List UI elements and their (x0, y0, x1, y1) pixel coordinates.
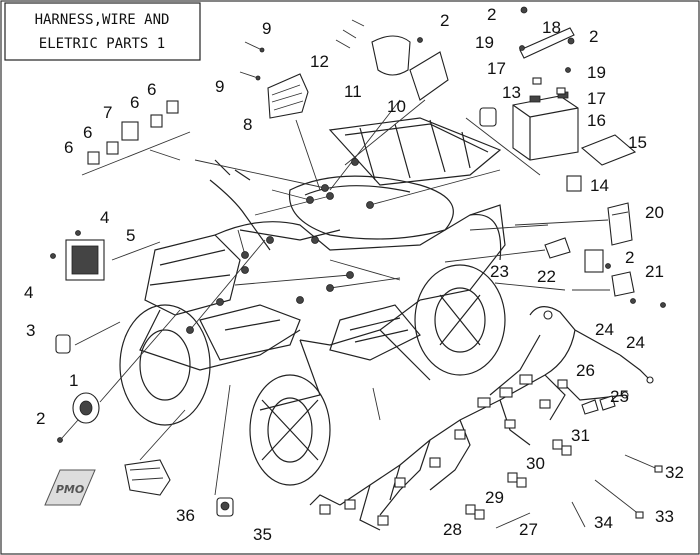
label-4-bottom: 4 (24, 283, 33, 302)
label-1: 1 (69, 371, 78, 390)
label-2-top: 2 (487, 5, 496, 24)
label-26: 26 (576, 361, 595, 380)
wire-harness (309, 306, 654, 531)
label-34: 34 (594, 513, 613, 532)
label-32: 32 (665, 463, 684, 482)
label-35: 35 (253, 525, 272, 544)
label-8: 8 (243, 115, 252, 134)
pmo-badge: PMO (44, 469, 96, 506)
label-2-horn: 2 (36, 409, 45, 428)
label-2-right: 2 (589, 27, 598, 46)
leader-lines (61, 99, 610, 529)
label-9-bottom: 9 (215, 77, 224, 96)
ecu-module (50, 230, 105, 281)
label-21: 21 (645, 262, 664, 281)
part-15-decal (580, 134, 637, 166)
label-12: 12 (310, 52, 329, 71)
label-7: 7 (103, 103, 112, 122)
label-20: 20 (645, 203, 664, 222)
label-28: 28 (443, 520, 462, 539)
label-29: 29 (485, 488, 504, 507)
part-8-regulator (239, 41, 309, 119)
part-35-socket (216, 497, 234, 517)
part-32-33-34-ties (571, 454, 663, 528)
label-23: 23 (490, 262, 509, 281)
connector-dots (186, 158, 374, 334)
label-9-top: 9 (262, 19, 271, 38)
label-3: 3 (26, 321, 35, 340)
battery (512, 91, 579, 161)
label-6-a: 6 (64, 138, 73, 157)
label-24-right: 24 (626, 333, 645, 352)
part-14-relay (566, 175, 582, 192)
part-11-10-bracket (335, 19, 449, 101)
label-31: 31 (571, 426, 590, 445)
title-line-2: ELETRIC PARTS 1 (39, 36, 165, 52)
label-17-left: 17 (487, 59, 506, 78)
label-27: 27 (519, 520, 538, 539)
battery-strap (519, 6, 575, 95)
part-36-module (124, 459, 171, 496)
label-33: 33 (655, 507, 674, 526)
label-19-left: 19 (475, 33, 494, 52)
title-line-1: HARNESS,WIRE AND (35, 12, 170, 28)
label-36: 36 (176, 506, 195, 525)
relay-group (81, 100, 191, 176)
part-number-labels: 1 2 2 2 2 2 3 4 4 5 6 6 6 6 7 8 9 9 10 1… (24, 5, 684, 544)
label-17-right: 17 (587, 89, 606, 108)
label-14: 14 (590, 176, 609, 195)
label-2-bracket: 2 (440, 11, 449, 30)
title-box: HARNESS,WIRE AND ELETRIC PARTS 1 (4, 2, 201, 61)
label-24-left: 24 (595, 320, 614, 339)
part-3-sensor (55, 334, 71, 354)
label-6-c: 6 (130, 93, 139, 112)
label-22: 22 (537, 267, 556, 286)
label-25: 25 (610, 387, 629, 406)
atv-vehicle (119, 117, 506, 486)
label-11: 11 (344, 82, 362, 101)
label-16: 16 (587, 111, 606, 130)
part-21-23-sensors (544, 237, 666, 308)
label-18: 18 (542, 18, 561, 37)
label-6-d: 6 (147, 80, 156, 99)
label-6-b: 6 (83, 123, 92, 142)
label-15: 15 (628, 133, 647, 152)
label-4-top: 4 (100, 208, 109, 227)
part-20-cover (607, 202, 633, 246)
label-13: 13 (502, 83, 521, 102)
badge-text: PMO (56, 483, 84, 496)
horn (57, 392, 100, 443)
part-25-26-31-connectors (465, 379, 616, 520)
label-2-sensor: 2 (625, 248, 634, 267)
part-13-relay (479, 107, 497, 127)
label-19-right: 19 (587, 63, 606, 82)
label-30: 30 (526, 454, 545, 473)
label-10: 10 (387, 97, 406, 116)
label-5: 5 (126, 226, 135, 245)
